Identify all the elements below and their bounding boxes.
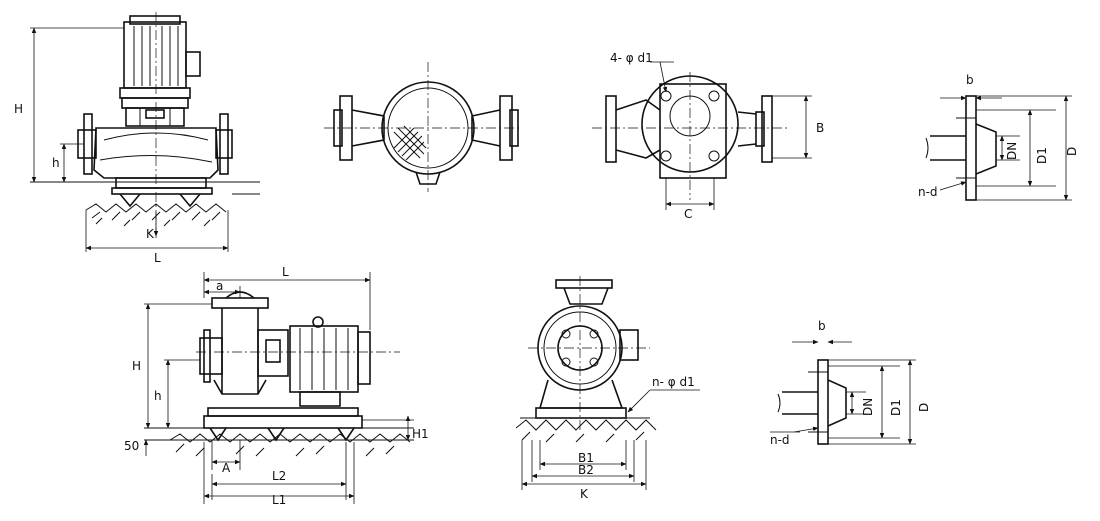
flange2-dim-DN-label: DN	[861, 398, 875, 416]
casing-circle	[381, 81, 475, 175]
flange-plate	[965, 95, 977, 201]
horiz-dim-L1-label: L1	[272, 493, 286, 507]
outlet-flange	[219, 113, 229, 175]
horizontal-base	[203, 415, 363, 429]
horiz-dim-L2-label: L2	[272, 469, 286, 483]
end-view-hole-label: n- φ d1	[652, 375, 695, 389]
end-dim-B1-label: B1	[578, 451, 594, 465]
horizontal-pump-side-view: L a H h H1 50 A L2 L1	[124, 265, 429, 507]
flange1-dim-D-label: D	[1065, 147, 1079, 156]
horiz-dim-A-label: A	[222, 461, 231, 475]
base-dim-B-label: B	[816, 121, 824, 135]
inlet-flange	[83, 113, 93, 175]
impeller-hatch	[393, 125, 427, 161]
base-top-view: 4- φ d1 B C	[592, 51, 824, 221]
base-hole	[660, 90, 672, 102]
flange2-nd-label: n-d	[770, 433, 790, 447]
horiz-dim-50-label: 50	[124, 439, 139, 453]
flange-detail-top: b DN D1 D n-d	[918, 73, 1079, 201]
flange-detail-bottom: b DN D1 D n-d	[770, 319, 931, 447]
horiz-dim-H-label: H	[132, 359, 141, 373]
flange-plate	[817, 359, 829, 445]
vert-dim-h-label: h	[52, 156, 60, 170]
flange2-dim-D1-label: D1	[889, 399, 903, 416]
vertical-pump-top-view	[324, 62, 520, 192]
horiz-dim-a-label: a	[216, 279, 223, 293]
end-dim-K-label: K	[580, 487, 589, 501]
flange1-dim-DN-label: DN	[1005, 142, 1019, 160]
vertical-pump-side-view: H h K L	[14, 12, 260, 265]
terminal-box	[185, 51, 201, 77]
vert-dim-H-label: H	[14, 102, 23, 116]
base-dim-C-label: C	[684, 207, 692, 221]
base-hole	[708, 150, 720, 162]
flange1-dim-b-label: b	[966, 73, 974, 87]
motor-body	[123, 21, 187, 89]
flange2-dim-b-label: b	[818, 319, 826, 333]
end-view-casing	[537, 305, 623, 391]
vert-dim-K-label: K	[146, 227, 155, 241]
horiz-dim-h-label: h	[154, 389, 162, 403]
base-hole	[660, 150, 672, 162]
flange1-dim-D1-label: D1	[1035, 147, 1049, 164]
base-hole-label: 4- φ d1	[610, 51, 653, 65]
end-dim-B2-label: B2	[578, 463, 594, 477]
flange1-nd-label: n-d	[918, 185, 938, 199]
base-plate	[659, 83, 727, 179]
flange2-dim-D-label: D	[917, 403, 931, 412]
horiz-dim-H1-label: H1	[412, 427, 429, 441]
base-hole	[708, 90, 720, 102]
horiz-dim-L-label: L	[282, 265, 289, 279]
horizontal-pump-end-view: n- φ d1 B1 B2 K	[515, 276, 700, 501]
vert-dim-L-label: L	[154, 251, 161, 265]
